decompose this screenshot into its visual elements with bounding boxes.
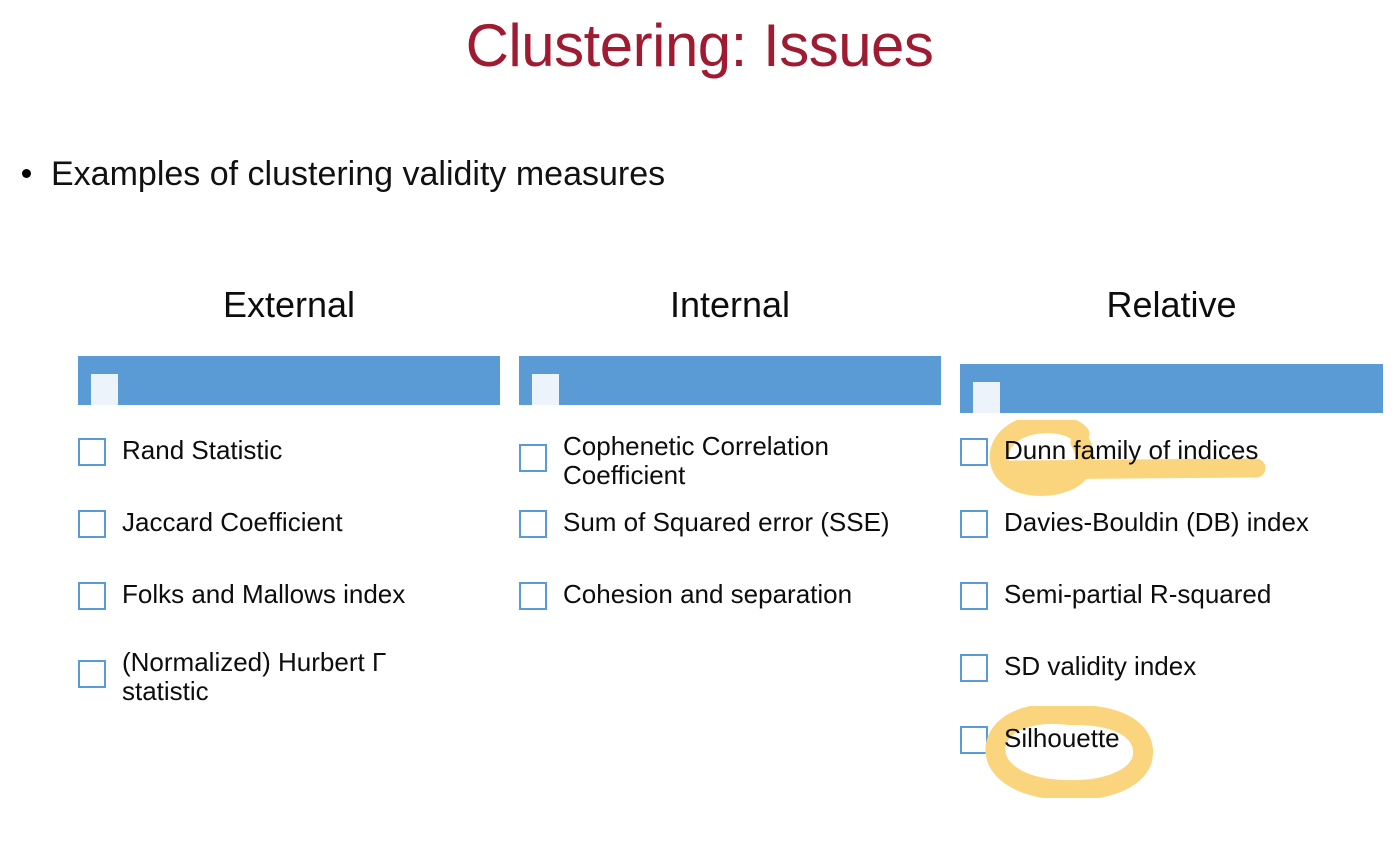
column-items-external: Rand Statistic Jaccard Coefficient Folks… [78,432,500,720]
checkbox-icon[interactable] [960,438,988,466]
column-relative: Relative Dunn family of indices Davies-B… [960,282,1383,792]
list-item[interactable]: Folks and Mallows index [78,576,500,648]
list-item-label: Dunn family of indices [1004,435,1259,465]
column-items-relative: Dunn family of indices Davies-Bouldin (D… [960,432,1383,792]
list-item-label: (Normalized) Hurbert Γ statistic [122,647,387,706]
list-item-label: Cohesion and separation [563,579,853,609]
column-header-external: External [222,284,356,325]
list-item-label: Sum of Squared error (SSE) [563,507,890,537]
list-item[interactable]: Silhouette [960,720,1383,792]
list-item-label: Semi-partial R-squared [1004,579,1272,609]
list-item[interactable]: SD validity index [960,648,1383,720]
list-item[interactable]: Cophenetic Correlation Coefficient [519,432,941,504]
column-bar-external [78,356,500,405]
list-item-label: Silhouette [1004,723,1120,753]
column-header-internal: Internal [669,284,791,325]
checkbox-icon[interactable] [960,582,988,610]
column-header-relative: Relative [1106,284,1237,325]
column-internal: Internal Cophenetic Correlation Coeffici… [519,282,941,648]
validity-measure-columns: External Rand Statistic Jaccard Coeffici… [0,282,1399,842]
list-item[interactable]: Davies-Bouldin (DB) index [960,504,1383,576]
checkbox-icon[interactable] [960,510,988,538]
column-bar-chip-external [91,374,118,405]
page-title: Clustering: Issues [465,12,934,79]
bullet-line: Examples of clustering validity measures [22,152,665,196]
list-item[interactable]: Dunn family of indices [960,432,1383,504]
column-items-internal: Cophenetic Correlation Coefficient Sum o… [519,432,941,648]
column-bar-internal [519,356,941,405]
list-item[interactable]: Rand Statistic [78,432,500,504]
checkbox-icon[interactable] [519,510,547,538]
list-item[interactable]: (Normalized) Hurbert Γ statistic [78,648,500,720]
list-item[interactable]: Jaccard Coefficient [78,504,500,576]
list-item[interactable]: Sum of Squared error (SSE) [519,504,941,576]
list-item-label: Rand Statistic [122,435,283,465]
column-external: External Rand Statistic Jaccard Coeffici… [78,282,500,720]
list-item-label: Folks and Mallows index [122,579,406,609]
list-item-label: Jaccard Coefficient [122,507,343,537]
bullet-text: Examples of clustering validity measures [51,155,666,193]
checkbox-icon[interactable] [78,582,106,610]
checkbox-icon[interactable] [960,654,988,682]
checkbox-icon[interactable] [960,726,988,754]
bullet-dot-icon [22,169,31,178]
column-bar-chip-relative [973,382,1000,413]
checkbox-icon[interactable] [78,438,106,466]
list-item-label: Cophenetic Correlation Coefficient [563,431,829,490]
checkbox-icon[interactable] [519,444,547,472]
list-item[interactable]: Cohesion and separation [519,576,941,648]
list-item-label: SD validity index [1004,651,1197,681]
column-bar-chip-internal [532,374,559,405]
list-item[interactable]: Semi-partial R-squared [960,576,1383,648]
column-bar-relative [960,364,1383,413]
checkbox-icon[interactable] [78,510,106,538]
list-item-label: Davies-Bouldin (DB) index [1004,507,1309,537]
checkbox-icon[interactable] [78,660,106,688]
checkbox-icon[interactable] [519,582,547,610]
